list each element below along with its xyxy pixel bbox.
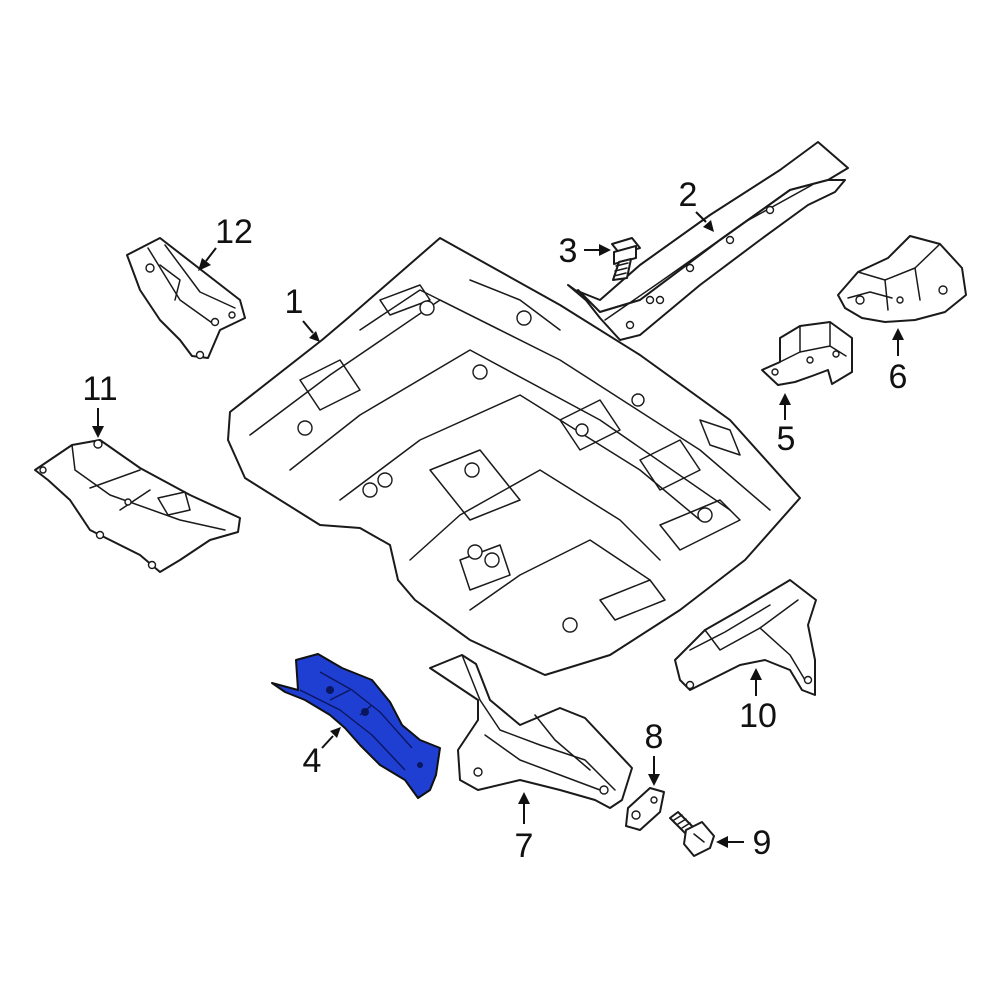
callout-5: 5	[777, 393, 796, 458]
callout-label-2: 2	[679, 176, 698, 214]
part-7-rear-member	[429, 654, 633, 809]
part-8-plate	[625, 787, 665, 831]
callout-1: 1	[285, 283, 320, 342]
callout-12: 12	[198, 213, 253, 271]
callout-label-11: 11	[82, 370, 117, 408]
callout-label-8: 8	[645, 718, 664, 756]
part-11-heat-shield	[34, 439, 241, 573]
part-6-bracket	[837, 235, 967, 323]
callout-label-7: 7	[515, 827, 534, 865]
callout-7: 7	[515, 792, 534, 865]
part-2-side-rail	[567, 141, 849, 341]
part-3-bolt	[611, 237, 641, 281]
callout-label-4: 4	[303, 742, 322, 780]
callout-10: 10	[739, 668, 777, 735]
part-1-floor-pan	[227, 237, 801, 676]
callout-label-9: 9	[753, 824, 772, 862]
part-10-cross-member	[674, 579, 817, 696]
callout-9: 9	[716, 824, 771, 862]
callout-3: 3	[559, 232, 611, 270]
callout-6: 6	[889, 328, 908, 396]
callout-label-5: 5	[777, 420, 796, 458]
callout-label-12: 12	[215, 213, 253, 251]
part-9-bolt	[669, 811, 715, 857]
part-4-highlighted-bracket	[271, 653, 441, 799]
callout-4: 4	[303, 727, 341, 780]
callout-label-6: 6	[889, 358, 908, 396]
callout-8: 8	[645, 718, 664, 786]
callout-label-10: 10	[739, 697, 777, 735]
callout-2: 2	[679, 176, 714, 232]
part-12-bracket	[126, 237, 246, 360]
callout-11: 11	[82, 370, 118, 438]
callout-label-3: 3	[559, 232, 578, 270]
part-5-bracket	[761, 321, 853, 386]
callout-label-1: 1	[285, 283, 304, 321]
